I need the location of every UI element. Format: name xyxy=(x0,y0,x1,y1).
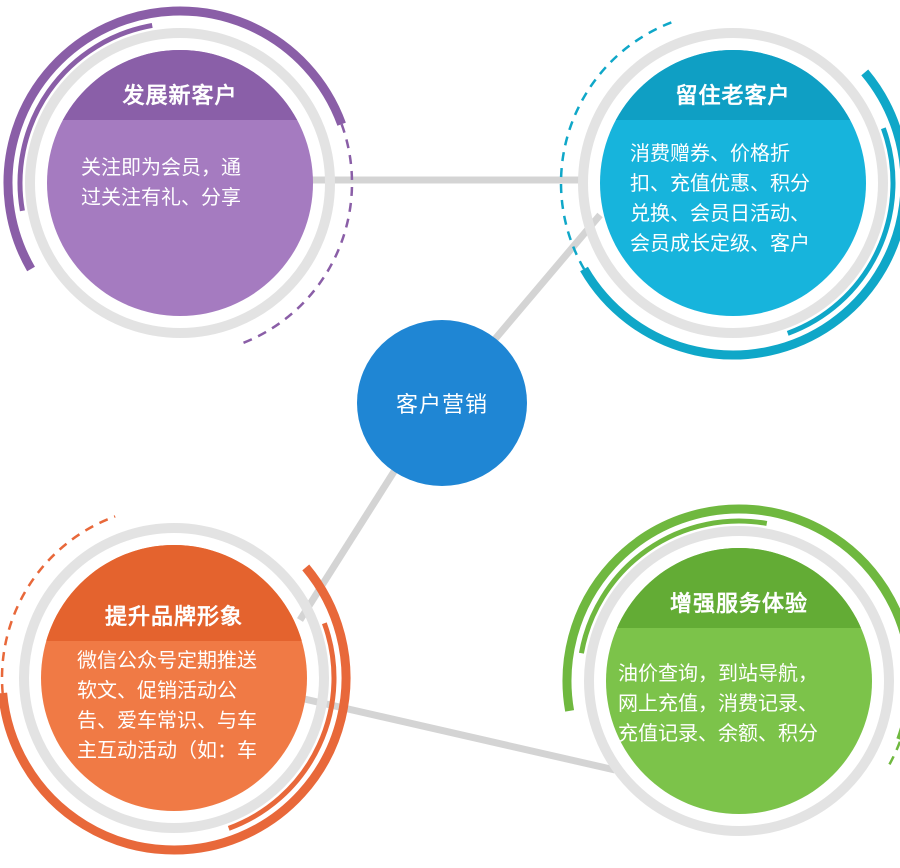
ring-outer-brand-dash xyxy=(0,515,116,694)
ring-inner-retain xyxy=(578,28,888,338)
node-retain-old-customers: 留住老客户 消费赠券、价格折 扣、充值优惠、积分 兑换、会员日活动、 会员成长定… xyxy=(600,50,866,316)
node-develop-title-band: 发展新客户 xyxy=(47,50,313,120)
node-develop-line: 过关注有礼、分享 xyxy=(81,185,241,209)
ring-outer-brand-solid xyxy=(0,564,351,855)
node-retain-line: 会员成长定级、客户 xyxy=(630,231,810,255)
decorative-rings xyxy=(0,6,900,855)
ring-inner-service xyxy=(584,526,894,836)
center-node-customer-marketing: 客户营销 xyxy=(357,320,527,486)
node-retain-body: 消费赠券、价格折 扣、充值优惠、积分 兑换、会员日活动、 会员成长定级、客户 xyxy=(600,120,866,316)
connector-lines xyxy=(297,176,616,774)
node-enhance-service-experience: 增强服务体验 油价查询，到站导航， 网上充值，消费记录、 充值记录、余额、积分 xyxy=(606,548,872,814)
node-brand-line: 软文、促销活动公 xyxy=(77,678,237,702)
node-retain-line: 消费赠券、价格折 xyxy=(630,141,790,165)
node-brand-line: 微信公众号定期推送 xyxy=(77,648,257,672)
ring-outer-develop-dash xyxy=(238,123,354,346)
ring-mid-retain xyxy=(786,127,896,336)
node-improve-brand-image: 提升品牌形象 微信公众号定期推送 软文、促销活动公 告、爱车常识、与车 主互动活… xyxy=(41,545,307,811)
node-brand-body: 微信公众号定期推送 软文、促销活动公 告、爱车常识、与车 主互动活动（如：车 xyxy=(41,641,307,811)
center-node-label: 客户营销 xyxy=(395,393,488,418)
node-service-title: 增强服务体验 xyxy=(669,592,808,617)
node-service-line: 充值记录、余额、积分 xyxy=(618,721,818,745)
ring-inner-brand xyxy=(19,523,329,833)
node-service-line: 油价查询，到站导航， xyxy=(618,661,818,685)
node-brand-line: 主互动活动（如：车 xyxy=(77,738,257,762)
connector-brand-service xyxy=(299,694,616,774)
connector-center-brand xyxy=(297,468,398,622)
node-retain-title-band: 留住老客户 xyxy=(600,50,866,120)
ring-outer-retain-dash xyxy=(559,20,675,270)
node-develop-new-customers: 发展新客户 关注即为会员，通 过关注有礼、分享 xyxy=(47,50,313,316)
connector-center-retain xyxy=(487,212,603,348)
node-develop-line: 关注即为会员，通 xyxy=(81,155,241,179)
ring-mid-brand xyxy=(227,622,337,831)
ring-inner-develop xyxy=(25,28,335,338)
node-develop-body: 关注即为会员，通 过关注有礼、分享 xyxy=(47,120,313,316)
node-develop-title: 发展新客户 xyxy=(122,84,238,109)
node-service-line: 网上充值，消费记录、 xyxy=(618,691,818,715)
node-retain-title: 留住老客户 xyxy=(675,84,791,109)
node-brand-title: 提升品牌形象 xyxy=(104,605,243,630)
node-retain-line: 兑换、会员日活动、 xyxy=(630,201,810,225)
ring-outer-retain-solid xyxy=(580,69,900,360)
node-service-body: 油价查询，到站导航， 网上充值，消费记录、 充值记录、余额、积分 xyxy=(606,628,872,814)
node-brand-line: 告、爱车常识、与车 xyxy=(77,708,257,732)
node-service-title-band: 增强服务体验 xyxy=(606,548,872,628)
ring-outer-service-solid xyxy=(562,504,900,740)
node-retain-line: 扣、充值优惠、积分 xyxy=(630,171,810,195)
node-brand-title-band: 提升品牌形象 xyxy=(41,545,307,641)
